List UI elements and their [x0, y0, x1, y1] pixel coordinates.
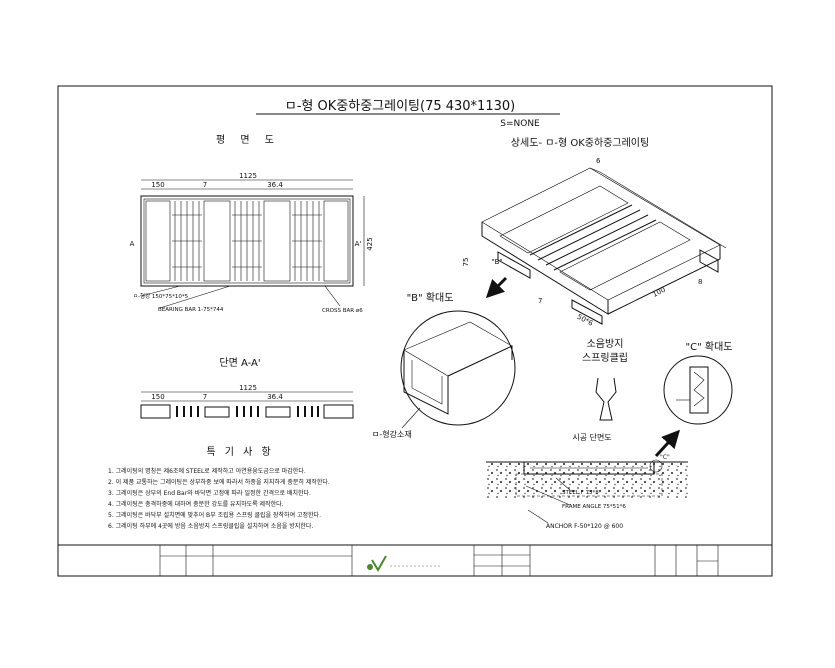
enlarge-b-note: ㅁ-형강소재 [372, 429, 412, 439]
plan-section-left: A [130, 240, 135, 248]
note-item: 4. 그레이팅은 충격하중에 대하여 충분한 강도를 유지하도록 제작한다. [108, 500, 284, 508]
arrow-to-b [485, 276, 508, 299]
clip-heading-2: 스프링클립 [582, 351, 628, 364]
plan-section-right: A' [355, 240, 362, 248]
install-mark-c: "C" [660, 454, 670, 461]
plan-note-cross: CROSS BAR ø6 [322, 308, 363, 314]
plan-dimensions: 1125 150 7 36.4 425 [141, 172, 374, 286]
detail-label-b: "B" [491, 258, 502, 266]
enlarge-c-detail [676, 366, 709, 414]
install-note-anchor: ANCHOR F-50*120 @ 600 [546, 523, 623, 530]
note-item: 1. 그레이팅의 명칭은 제6조에 STEEL로 제작하고 아연용융도금으로 마… [108, 467, 306, 475]
install-note-steel: STEEL F 75*8 [562, 490, 599, 496]
section-heading: 단면 A-A' [219, 357, 260, 369]
enlarge-c-heading: "C" 확대도 [686, 341, 733, 353]
clip-heading-1: 소음방지 [587, 338, 624, 350]
company-logo [367, 555, 440, 572]
detail-dim-6: 6 [596, 157, 601, 165]
section-dim-a: 150 [151, 393, 164, 401]
arrow-to-c [654, 429, 681, 458]
plan-dim-height: 425 [366, 237, 374, 250]
enlarge-b-circle [400, 310, 516, 426]
drawing-title: ㅁ-형 OK중하중그레이팅(75 430*1130) [285, 99, 515, 114]
notes-heading: 특 기 사 항 [206, 446, 273, 458]
note-item: 3. 그레이팅은 상부의 End Bar와 바닥면 고정에 따라 일정한 간격으… [108, 489, 311, 497]
section-dim-total: 1125 [239, 384, 257, 392]
detail-isometric [481, 167, 727, 325]
install-heading: 시공 단면도 [572, 432, 611, 442]
plan-dim-a: 150 [151, 181, 164, 189]
detail-dim-50: 50*6 [576, 313, 595, 328]
spring-clip-shape [595, 377, 617, 421]
install-note-frame: FRAME ANGLE 75*51*6 [562, 504, 626, 510]
section-dim-c: 36.4 [267, 393, 283, 401]
enlarge-b-heading: "B" 확대도 [407, 292, 454, 304]
note-item: 2. 이 제품 교통하는 그레이팅은 상부하중 보에 따라서 하중을 지지하게 … [108, 478, 330, 486]
detail-dim-100: 100 [651, 286, 667, 299]
install-section [486, 459, 688, 498]
plan-note-frame: ㅁ-형강 150*75*10*5 [133, 293, 189, 300]
notes-list: 1. 그레이팅의 명칭은 제6조에 STEEL로 제작하고 아연용융도금으로 마… [108, 467, 330, 530]
plan-dim-c: 36.4 [267, 181, 283, 189]
detail-dim-8: 8 [698, 278, 702, 286]
plan-dim-b: 7 [203, 181, 207, 189]
drawing-scale: S=NONE [500, 119, 540, 129]
enlarge-c-circle [663, 355, 733, 425]
note-item: 6. 그레이팅 하부에 4곳에 방음 소음방지 스프링클립을 설치하여 소음을 … [108, 522, 313, 530]
plan-dim-total: 1125 [239, 172, 257, 180]
section-dimensions: 1125 150 7 36.4 [141, 384, 353, 402]
enlarge-b-detail [403, 321, 513, 415]
plan-grating [140, 195, 354, 287]
title-block [57, 544, 773, 577]
section-dim-b: 7 [203, 393, 207, 401]
detail-dim-7: 7 [538, 297, 542, 305]
detail-heading: 상세도- ㅁ-형 OK중하중그레이팅 [511, 136, 649, 149]
plan-note-bearing: BEARING BAR 1-75*744 [158, 307, 224, 313]
plan-heading: 평 면 도 [216, 134, 280, 146]
detail-dim-75: 75 [462, 258, 470, 267]
note-item: 5. 그레이팅은 바닥부 설치면에 맞추어 B부 조립용 스프링 클립을 장착하… [108, 511, 321, 519]
section-profile [140, 404, 354, 419]
